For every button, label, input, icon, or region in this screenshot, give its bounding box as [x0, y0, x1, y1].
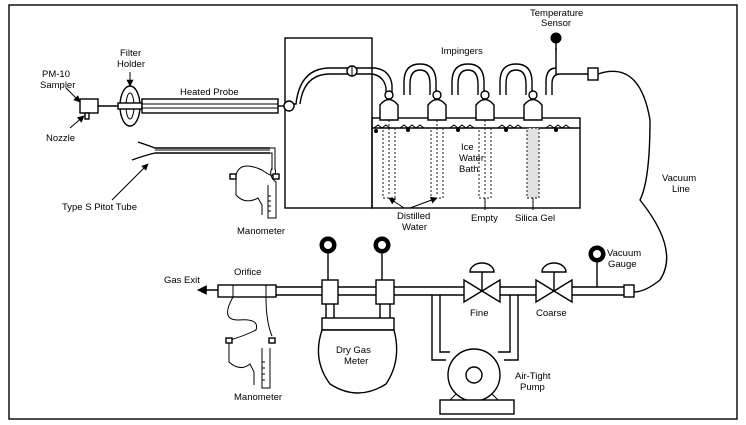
nozzle	[79, 98, 118, 120]
impinger-3	[475, 98, 495, 199]
pm10-label-2: Sampler	[40, 80, 75, 91]
connecting-tubing	[283, 48, 588, 112]
vacuum-gauge-label-1: Vacuum	[607, 248, 641, 259]
gauge-2	[373, 236, 391, 280]
vacuum-line	[587, 67, 668, 293]
impingers-label: Impingers	[441, 46, 483, 57]
heated-box	[284, 37, 373, 209]
bath-label: Bath	[459, 164, 479, 175]
gas-exit-label: Gas Exit	[164, 275, 200, 286]
manometer-bottom-label: Manometer	[234, 392, 282, 403]
silica-gel-label: Silica Gel	[515, 213, 555, 224]
pump-piping	[431, 295, 519, 361]
heated-probe	[141, 98, 279, 114]
dry-gas-meter-label-1: Dry Gas	[336, 345, 371, 356]
pump-label-2: Pump	[520, 382, 545, 393]
heated-probe-label: Heated Probe	[180, 87, 239, 98]
ice-label: Ice	[461, 142, 474, 153]
empty-label: Empty	[471, 213, 498, 224]
coarse-label: Coarse	[536, 308, 567, 319]
pm10-label-1: PM-10	[42, 69, 70, 80]
vacuum-gauge	[588, 245, 606, 287]
impinger-joints	[384, 90, 538, 100]
vacuum-gauge-label-2: Gauge	[608, 259, 637, 270]
nozzle-label: Nozzle	[46, 133, 75, 144]
filter-holder-label-2: Holder	[117, 59, 145, 70]
distilled-label: Distilled	[397, 211, 430, 222]
manometer-top	[229, 165, 280, 219]
filter-holder	[117, 85, 143, 127]
ice	[373, 124, 571, 133]
pitot-tube-label: Type S Pitot Tube	[62, 202, 137, 213]
diagram-frame	[8, 4, 738, 420]
manometer-top-label: Manometer	[237, 226, 285, 237]
temperature-sensor	[550, 32, 562, 50]
water-label-2: Water	[402, 222, 427, 233]
gauge-1	[319, 236, 337, 280]
manometer-bottom	[225, 296, 276, 389]
temperature-label-2: Sensor	[541, 18, 571, 29]
filter-holder-label-1: Filter	[120, 48, 141, 59]
orifice-label: Orifice	[234, 267, 261, 278]
pump-label-1: Air-Tight	[515, 371, 551, 382]
orifice	[217, 284, 277, 298]
vacuum-line-label-2: Line	[672, 184, 690, 195]
impinger-4	[523, 98, 543, 199]
air-tight-pump	[439, 348, 515, 415]
gas-line	[276, 279, 635, 318]
vacuum-line-label-1: Vacuum	[662, 173, 696, 184]
fine-valve	[463, 262, 501, 304]
temperature-label-1: Temperature	[530, 8, 583, 19]
impinger-2	[427, 98, 447, 199]
dry-gas-meter-label-2: Meter	[344, 356, 368, 367]
label-arrows	[65, 72, 534, 210]
water-label: Water	[459, 153, 484, 164]
impinger-1	[379, 98, 399, 199]
pitot-tube	[131, 141, 276, 170]
fine-label: Fine	[470, 308, 488, 319]
dry-gas-meter	[317, 317, 398, 394]
coarse-valve	[535, 262, 573, 304]
